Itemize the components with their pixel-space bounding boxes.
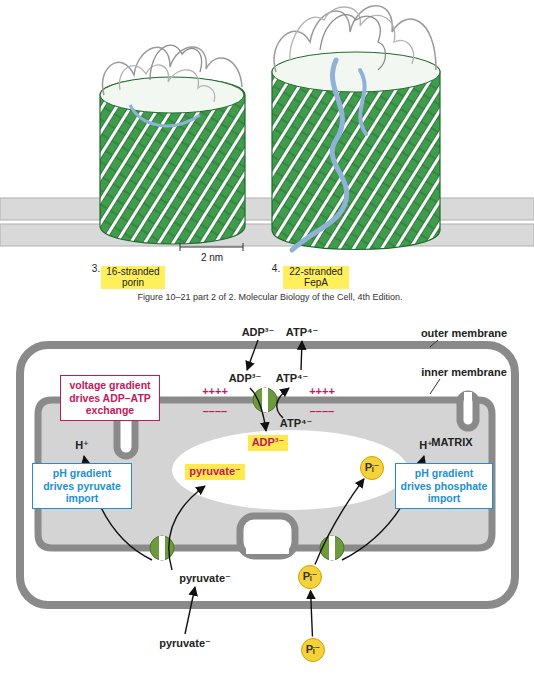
node-text: pH gradient drives pyruvate import <box>37 467 127 505</box>
pyruvate-transporter <box>150 536 174 560</box>
figure-label: 22-stranded FepA <box>283 266 349 289</box>
part-label: outer membrane <box>421 327 507 339</box>
molecule-label: pyruvate⁻ <box>179 572 231 585</box>
charge-label: ++++ <box>202 385 228 397</box>
molecule-label: ATP⁴⁻ <box>276 372 308 385</box>
molecule-label: ADP³⁻ <box>229 372 262 385</box>
phosphate-circle: Pᵢ⁻ <box>301 638 325 662</box>
caption: Figure 10–21 part 2 of 2. Molecular Biol… <box>137 292 402 302</box>
scale-label: 2 nm <box>201 252 223 263</box>
node-text: voltage gradient drives ADP–ATP exchange <box>65 379 155 417</box>
charge-label: ++++ <box>309 385 335 397</box>
molecule-label: ATP⁴⁻ <box>286 326 318 339</box>
node-text: Pᵢ⁻ <box>306 643 321 656</box>
fepa-barrel <box>272 6 440 250</box>
ion-label: H⁺ <box>75 439 89 452</box>
outer-membrane <box>20 345 515 605</box>
crista <box>240 516 295 556</box>
adp-atp-transporter <box>253 388 277 412</box>
gradient-box: voltage gradient drives ADP–ATP exchange <box>60 375 160 421</box>
molecule-label: pyruvate⁻ <box>159 637 211 650</box>
flux-arrow <box>315 479 364 565</box>
porin-barrel <box>100 45 245 244</box>
phosphate-circle: Pᵢ⁻ <box>360 456 384 480</box>
callout-number: 3. <box>92 263 100 274</box>
molecule-box: ADP³⁻ <box>248 435 289 450</box>
gradient-box: pH gradient drives pyruvate import <box>32 463 132 509</box>
part-label: inner membrane <box>421 366 507 378</box>
node-text: Pᵢ⁻ <box>303 570 318 583</box>
charge-label: –––– <box>310 405 334 417</box>
phosphate-circle: Pᵢ⁻ <box>298 565 322 589</box>
node-text: pH gradient drives phosphate import <box>400 467 488 505</box>
ion-label: H⁺ <box>419 439 433 452</box>
gradient-box: pH gradient drives phosphate import <box>395 463 493 509</box>
charge-label: –––– <box>203 405 227 417</box>
node-text: Pᵢ⁻ <box>365 461 380 474</box>
phosphate-transporter <box>320 536 344 560</box>
molecule-box: pyruvate⁻ <box>185 464 245 479</box>
figure-label: 16-stranded porin <box>101 266 165 289</box>
matrix-space <box>172 430 408 510</box>
membrane-band <box>0 224 534 246</box>
membrane-band <box>0 198 534 220</box>
callout-number: 4. <box>272 263 280 274</box>
molecule-label: ADP³⁻ <box>242 326 275 339</box>
region-label: MATRIX <box>431 436 472 448</box>
node-text: ADP³⁻ <box>252 436 285 449</box>
node-text: pyruvate⁻ <box>189 465 241 478</box>
molecule-label: ATP⁴⁻ <box>280 417 312 430</box>
flux-arrow <box>311 590 313 636</box>
scale-bar <box>180 243 243 251</box>
